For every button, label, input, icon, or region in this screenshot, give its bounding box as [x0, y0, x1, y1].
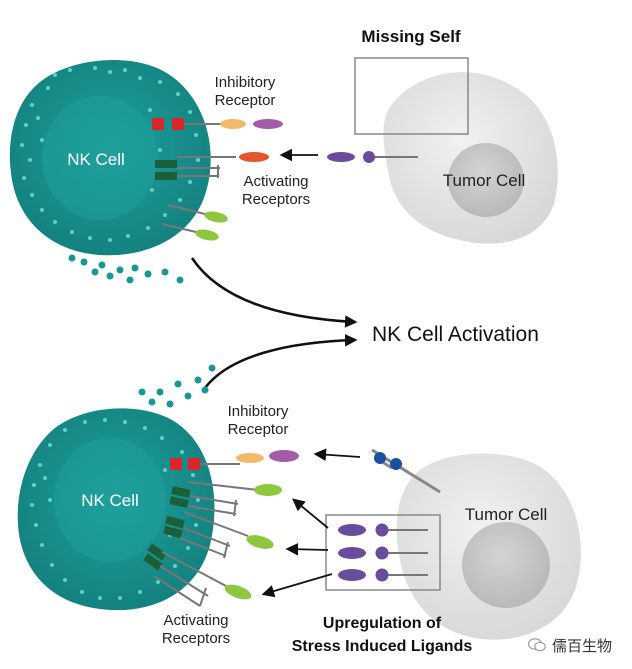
missing-self-label: Missing Self [361, 27, 461, 46]
inhibitory-label-bottom-1: Inhibitory [228, 403, 289, 420]
ligand-arrow-bottom-3 [261, 573, 333, 598]
nk-cell-label-top: NK Cell [67, 150, 125, 169]
nk-cell-bottom: NK Cell [17, 408, 215, 611]
activation-arrow-top [190, 257, 358, 328]
ligands-label-1: Upregulation of [323, 615, 442, 632]
inhibitory-receptor-top [152, 118, 283, 130]
ligands-label-2: Stress Induced Ligands [292, 638, 473, 655]
bottom-panel: NK Cell Tumor Cell [17, 364, 581, 655]
nk-cell-top: NK Cell [9, 59, 211, 256]
stress-ligands-box [325, 514, 441, 591]
nk-nucleus-bottom [54, 438, 166, 562]
nk-nucleus-top [42, 96, 158, 220]
inhibitory-label-top-1: Inhibitory [215, 74, 276, 91]
nk-granules-top [20, 66, 200, 242]
stress-ligands [338, 523, 428, 582]
ligand-arrow-bottom-1 [292, 498, 329, 529]
activating-label-top-2: Receptors [242, 191, 310, 208]
activating-receptors-bottom [143, 481, 282, 607]
wechat-icon [527, 638, 546, 652]
inhibitory-label-top-2: Receptor [215, 92, 276, 109]
activating-label-bottom-1: Activating [163, 612, 228, 629]
inhibitory-label-bottom-2: Receptor [228, 421, 289, 438]
tumor-cell-bottom: Tumor Cell [396, 453, 581, 640]
tumor-cell-label-top: Tumor Cell [443, 171, 526, 190]
nk-activation-label: NK Cell Activation [372, 323, 539, 346]
watermark: 儒百生物 [527, 633, 628, 657]
tumor-nucleus-bottom [462, 522, 550, 608]
top-panel: Tumor Cell Missing Self NK Cell [9, 27, 558, 284]
activating-label-top-1: Activating [243, 173, 308, 190]
tumor-cell-label-bottom: Tumor Cell [465, 505, 548, 524]
mhc-arrow-bottom [313, 448, 361, 461]
tumor-ligand-top [327, 151, 418, 163]
released-granules-bottom [138, 364, 216, 408]
tumor-cell-top: Tumor Cell [383, 72, 558, 244]
ligand-arrow-bottom-2 [285, 542, 329, 556]
watermark-text: 儒百生物 [552, 636, 613, 655]
activation-arrow-bottom [204, 334, 358, 389]
tumor-nucleus-top [448, 143, 524, 217]
mhc-molecule-bottom [371, 448, 441, 494]
released-granules-top [68, 254, 184, 284]
activating-receptors-top [155, 152, 269, 241]
activating-label-bottom-2: Receptors [162, 630, 230, 647]
inhibitory-receptor-bottom [170, 450, 299, 470]
missing-self-box [354, 57, 469, 135]
nk-cell-label-bottom: NK Cell [81, 491, 139, 510]
nk-granules-bottom [30, 418, 200, 600]
